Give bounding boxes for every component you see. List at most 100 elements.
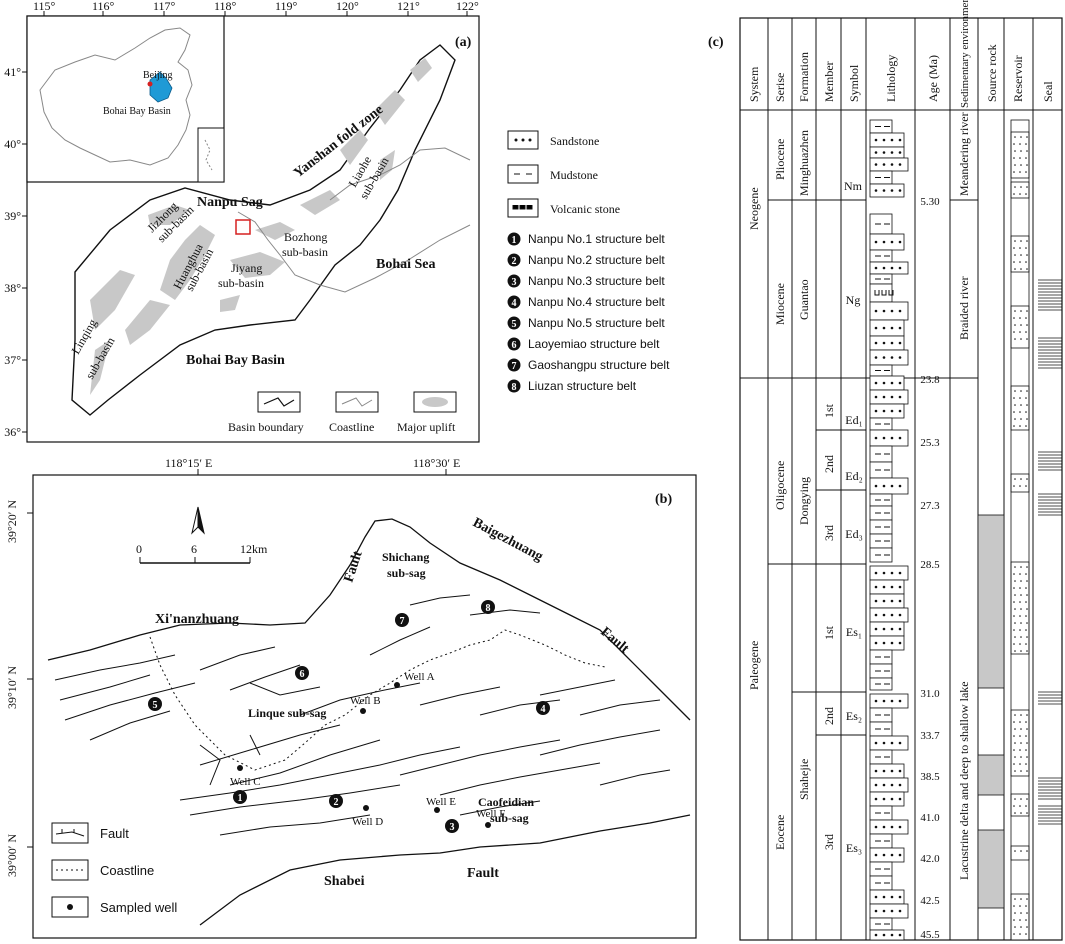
baigezhuang-label: Baigezhuang xyxy=(470,515,545,564)
svg-text:8: 8 xyxy=(486,603,491,614)
lon-tick-label: 118°15′ E xyxy=(165,456,212,470)
member-label: 2nd xyxy=(822,707,836,725)
symbol-label: Ed₃ xyxy=(845,527,863,541)
lat-tick-label: 39°00′ N xyxy=(5,834,19,877)
panel-b-map: 118°15′ E 118°30′ E 39°20′ N 39°10′ N 39… xyxy=(5,456,697,939)
belt-marker: 1 xyxy=(233,790,247,804)
scale-label: 12km xyxy=(240,542,268,556)
formation-label: Minghuazhen xyxy=(797,130,811,196)
reservoir-bars xyxy=(1010,119,1030,941)
belt-marker: 8 xyxy=(481,600,495,614)
china-inset: Beijing Bohai Bay Basin xyxy=(26,15,225,183)
inset-basin-label: Bohai Bay Basin xyxy=(103,106,171,117)
belt-number: 4 xyxy=(512,298,517,309)
legend-coastline: Coastline xyxy=(100,863,154,878)
member-label: 1st xyxy=(822,625,836,640)
lat-tick-label: 41° xyxy=(4,65,21,79)
shabei-label: Shabei xyxy=(324,874,365,889)
major-uplifts xyxy=(90,58,432,395)
member-label: 3rd xyxy=(822,834,836,850)
belt-label: Nanpu No.1 structure belt xyxy=(528,232,665,246)
symbol-label: Ng xyxy=(846,293,861,307)
lat-tick-label: 36° xyxy=(4,425,21,439)
belt-number: 7 xyxy=(512,361,517,372)
lat-tick-label: 37° xyxy=(4,353,21,367)
coastline xyxy=(329,147,471,201)
header-series: Serise xyxy=(773,73,787,102)
coastline xyxy=(237,211,471,293)
series-label: Oligocene xyxy=(773,461,787,510)
belt-number: 8 xyxy=(512,382,517,393)
header-symbol: Symbol xyxy=(847,64,861,102)
svg-text:4: 4 xyxy=(541,704,546,715)
panel-a-legend: Basin boundary Coastline Major uplift xyxy=(228,391,457,434)
belt-label: Nanpu No.4 structure belt xyxy=(528,295,665,309)
caofeidian-label: Caofeidian xyxy=(478,795,534,809)
well-marker xyxy=(485,822,491,828)
lon-tick-label: 120° xyxy=(336,0,359,13)
scale-bar xyxy=(139,557,251,564)
legend-sandstone: Sandstone xyxy=(550,134,599,148)
header-age: Age (Ma) xyxy=(926,55,940,102)
panel-c-stratigraphy: (c) System Serise Formation Member Symbo… xyxy=(708,0,1063,941)
coastline xyxy=(149,629,606,771)
belt-legend-item: 4 Nanpu No.4 structure belt xyxy=(507,295,665,309)
belt-legend-item: 8 Liuzan structure belt xyxy=(507,379,637,393)
age-label: 23.8 xyxy=(920,374,940,386)
formation-label: Dongying xyxy=(797,477,811,525)
header-member: Member xyxy=(822,61,836,102)
system-label: Neogene xyxy=(747,187,761,230)
bozhong-label: Bozhong xyxy=(284,230,327,244)
legend-major-uplift: Major uplift xyxy=(397,420,456,434)
jiyang-label: Jiyang xyxy=(231,261,262,275)
environment-label: Lacustrine delta and deep to shallow lak… xyxy=(957,681,971,880)
lithology-column xyxy=(869,119,909,941)
bohai-sea-label: Bohai Sea xyxy=(376,257,436,272)
boundary-fault xyxy=(199,814,691,926)
belt-marker: 7 xyxy=(395,613,409,627)
belt-marker: 5 xyxy=(148,697,162,711)
age-label: 5.30 xyxy=(920,196,940,208)
north-arrow-icon xyxy=(191,506,205,535)
belt-legend-item: 2 Nanpu No.2 structure belt xyxy=(507,253,665,267)
symbol-label: Es₂ xyxy=(846,709,862,723)
legend-mudstone: Mudstone xyxy=(550,168,598,182)
belt-label: Nanpu No.5 structure belt xyxy=(528,316,665,330)
well-label: Well F xyxy=(476,808,505,820)
belt-legend-item: 5 Nanpu No.5 structure belt xyxy=(507,316,665,330)
study-area-box xyxy=(235,219,251,235)
symbol-label: Es₁ xyxy=(846,625,862,639)
well-marker xyxy=(394,682,400,688)
panel-label: (a) xyxy=(455,35,472,50)
belt-label: Gaoshangpu structure belt xyxy=(528,358,670,372)
belt-label: Nanpu No.2 structure belt xyxy=(528,253,665,267)
boundary-fault xyxy=(47,518,691,721)
age-label: 27.3 xyxy=(920,500,940,512)
svg-text:3: 3 xyxy=(450,822,455,833)
bozhong-label-2: sub-basin xyxy=(282,245,328,259)
belt-number: 2 xyxy=(512,256,517,267)
scale-label: 6 xyxy=(191,542,197,556)
header-formation: Formation xyxy=(797,52,811,102)
jiyang-label-2: sub-basin xyxy=(218,276,264,290)
system-label: Paleogene xyxy=(747,641,761,690)
belt-number: 5 xyxy=(512,319,517,330)
svg-text:1: 1 xyxy=(238,793,243,804)
fault-label: Fault xyxy=(597,625,631,657)
legend-fault: Fault xyxy=(100,826,129,841)
belt-number: 6 xyxy=(512,340,517,351)
symbol-label: Es₃ xyxy=(846,841,862,855)
series-label: Miocene xyxy=(773,283,787,325)
belt-label: Liuzan structure belt xyxy=(528,379,637,393)
header-reservoir: Reservoir xyxy=(1011,55,1025,102)
belt-legend-item: 7 Gaoshangpu structure belt xyxy=(507,358,670,372)
member-label: 2nd xyxy=(822,455,836,473)
lon-tick-label: 118°30′ E xyxy=(413,456,460,470)
lat-tick-label: 39°20′ N xyxy=(5,500,19,543)
header-seal: Seal xyxy=(1041,81,1055,102)
series-label: Eocene xyxy=(773,815,787,850)
age-label: 38.5 xyxy=(920,771,940,783)
